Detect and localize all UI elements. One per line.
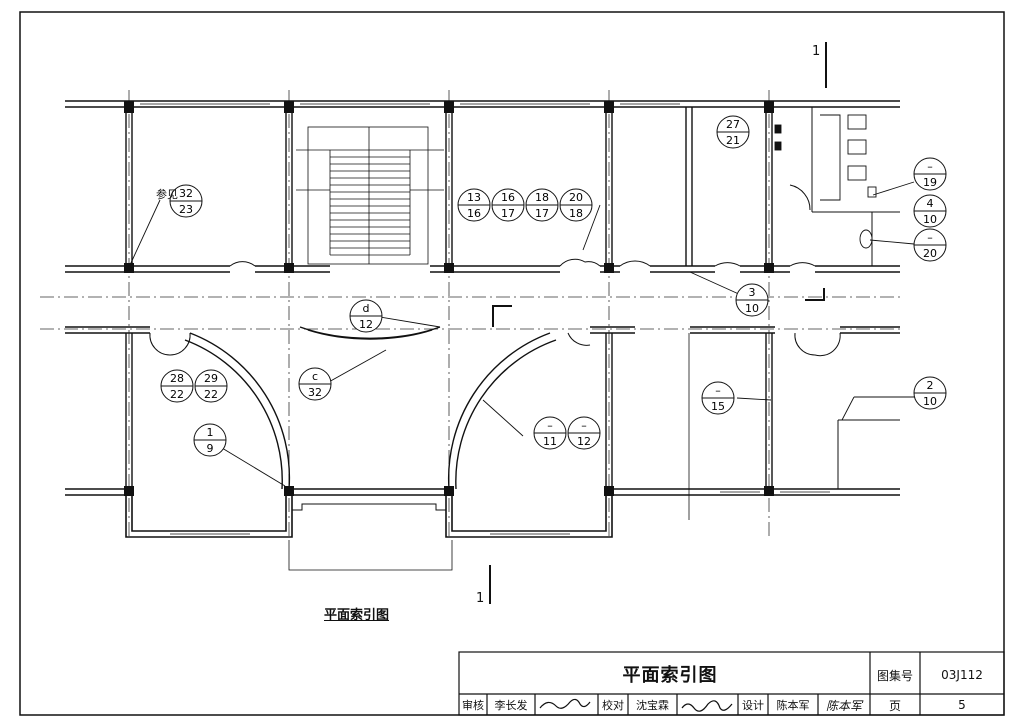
index-marker-detail: – <box>547 419 553 432</box>
designer-signature: 陈本军 <box>825 698 862 713</box>
index-marker-detail: 1 <box>207 426 214 439</box>
check-label: 校对 <box>602 699 624 712</box>
see-note: 参见 <box>156 188 178 201</box>
reviewer-name: 李长发 <box>494 699 528 712</box>
section-mark-bottom: 1 <box>476 591 485 606</box>
title-block-title: 平面索引图 <box>622 665 718 686</box>
atlas-number: 03J112 <box>941 668 983 682</box>
drawing-caption: 平面索引图 <box>324 608 390 623</box>
index-marker: c 32 <box>298 367 332 401</box>
index-marker: 210 <box>913 376 947 410</box>
index-marker-page: 10 <box>923 395 937 408</box>
index-marker-page: 22 <box>204 388 218 401</box>
index-marker: 19 <box>193 423 227 457</box>
index-marker: d 12 <box>349 299 383 333</box>
curved-walls <box>184 326 557 490</box>
index-markers: 322313161617181720182721–19410–20310d12c… <box>160 115 947 457</box>
checker-name: 沈宝霖 <box>636 699 669 712</box>
index-marker-detail: 20 <box>569 191 583 204</box>
index-marker-page: 11 <box>543 435 557 448</box>
index-marker-detail: 3 <box>749 286 756 299</box>
index-marker-detail: 28 <box>170 372 184 385</box>
page-number: 5 <box>958 698 966 712</box>
title-block-frame <box>458 651 1005 716</box>
index-marker-page: 10 <box>923 213 937 226</box>
atlas-label: 图集号 <box>876 668 913 683</box>
index-marker-detail: – <box>581 419 587 432</box>
index-marker-page: 20 <box>923 247 937 260</box>
reviewer-signature <box>539 698 591 709</box>
index-marker-page: 10 <box>745 302 759 315</box>
top-wall <box>65 100 900 108</box>
section-cuts <box>489 42 827 604</box>
index-marker-page: 9 <box>207 442 214 455</box>
index-marker: – 19 <box>913 157 947 191</box>
index-marker-page: 32 <box>308 386 322 399</box>
index-marker-page: 15 <box>711 400 725 413</box>
index-marker: – 12 <box>567 416 601 450</box>
page-label: 页 <box>888 698 901 713</box>
review-label: 审核 <box>462 699 484 712</box>
columns <box>124 101 774 496</box>
center-lines <box>40 90 900 540</box>
index-marker-detail: – <box>927 160 933 173</box>
index-marker-detail: 16 <box>501 191 515 204</box>
stairs <box>296 126 444 265</box>
index-marker: 310 <box>735 283 769 317</box>
index-marker: 410 <box>913 194 947 228</box>
index-marker-page: 21 <box>726 134 740 147</box>
index-marker-page: 12 <box>359 318 373 331</box>
bottom-wall <box>65 488 900 571</box>
index-marker-detail: – <box>715 384 721 397</box>
doors <box>149 184 841 357</box>
index-marker-detail: 18 <box>535 191 549 204</box>
index-marker-page: 23 <box>179 203 193 216</box>
index-marker-page: 12 <box>577 435 591 448</box>
index-marker-page: 16 <box>467 207 481 220</box>
index-marker: – 20 <box>913 228 947 262</box>
index-marker-detail: – <box>927 231 933 244</box>
index-marker-page: 18 <box>569 207 583 220</box>
index-marker-detail: 27 <box>726 118 740 131</box>
index-marker-page: 17 <box>501 207 515 220</box>
checker-signature <box>681 700 733 712</box>
index-marker-detail: 32 <box>179 187 193 200</box>
index-marker-page: 17 <box>535 207 549 220</box>
index-marker: – 15 <box>701 381 735 415</box>
corridor-walls <box>65 265 900 334</box>
index-marker-detail: 2 <box>927 379 934 392</box>
index-marker-detail: 13 <box>467 191 481 204</box>
index-marker-detail: d <box>363 302 370 315</box>
index-marker-page: 22 <box>170 388 184 401</box>
design-label: 设计 <box>742 699 764 712</box>
section-mark-top: 1 <box>812 44 821 59</box>
index-marker-detail: 4 <box>927 197 934 210</box>
leader-lines <box>129 181 915 487</box>
index-marker-detail: 29 <box>204 372 218 385</box>
toilet-fixtures <box>774 114 877 249</box>
designer-name: 陈本军 <box>776 699 810 712</box>
index-marker: – 11 <box>533 416 567 450</box>
index-marker-page: 19 <box>923 176 937 189</box>
index-marker-detail: c <box>312 370 318 383</box>
partition-walls <box>125 107 900 520</box>
